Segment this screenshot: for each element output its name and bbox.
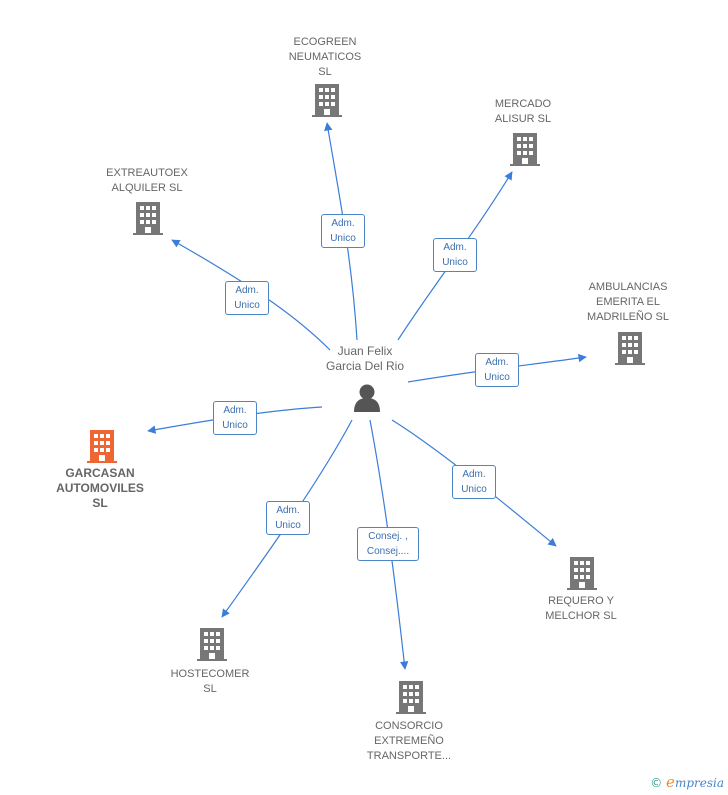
role-label-extreautoex: Adm. Unico xyxy=(225,281,269,315)
role-label-requero: Adm. Unico xyxy=(452,465,496,499)
building-icon[interactable] xyxy=(87,430,117,463)
role-label-garcasan: Adm. Unico xyxy=(213,401,257,435)
copyright-symbol: © xyxy=(650,776,663,790)
role-label-ecogreen: Adm. Unico xyxy=(321,214,365,248)
person-name[interactable]: Juan Felix Garcia Del Rio xyxy=(325,344,405,373)
footer-brand: © empresia xyxy=(650,773,724,791)
role-label-consorcio: Consej. , Consej.... xyxy=(357,527,419,561)
edge-extreautoex xyxy=(171,239,331,351)
building-icon[interactable] xyxy=(197,628,227,661)
building-icon[interactable] xyxy=(615,332,645,365)
company-name-hostecomer[interactable]: HOSTECOMER SL xyxy=(170,668,250,695)
company-name-ambulancias[interactable]: AMBULANCIAS EMERITA EL MADRILEÑO SL xyxy=(587,281,669,323)
building-icon[interactable] xyxy=(396,681,426,714)
building-icon[interactable] xyxy=(133,202,163,235)
company-name-consorcio[interactable]: CONSORCIO EXTREMEÑO TRANSPORTE... xyxy=(366,720,452,762)
building-icon[interactable] xyxy=(312,84,342,117)
person-icon[interactable] xyxy=(354,384,380,413)
role-label-hostecomer: Adm. Unico xyxy=(266,501,310,535)
role-label-ambulancias: Adm. Unico xyxy=(475,353,519,387)
brand-initial: e xyxy=(666,773,675,791)
company-name-extreautoex[interactable]: EXTREAUTOEX ALQUILER SL xyxy=(106,167,188,194)
company-name-garcasan[interactable]: GARCASAN AUTOMOVILES SL xyxy=(56,466,144,510)
company-name-mercado[interactable]: MERCADO ALISUR SL xyxy=(494,98,552,125)
company-name-ecogreen[interactable]: ECOGREEN NEUMATICOS SL xyxy=(288,36,362,78)
building-icon[interactable] xyxy=(510,133,540,166)
building-icon[interactable] xyxy=(567,557,597,590)
role-label-mercado: Adm. Unico xyxy=(433,238,477,272)
company-name-requero[interactable]: REQUERO Y MELCHOR SL xyxy=(545,595,617,622)
brand-name: mpresia xyxy=(674,776,724,790)
